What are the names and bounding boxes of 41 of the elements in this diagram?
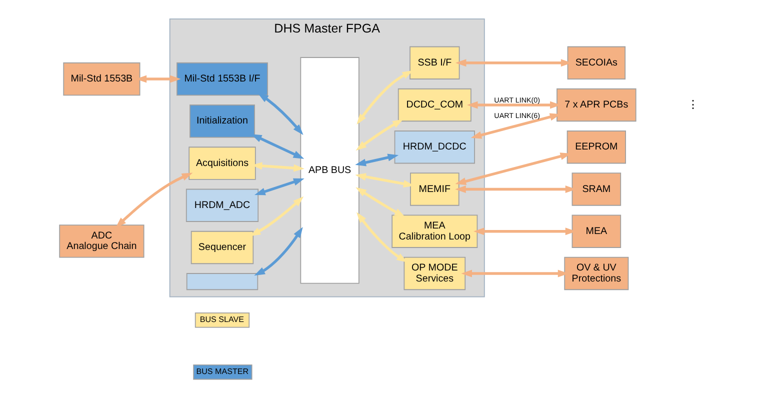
node-box: MEA — [571, 214, 621, 248]
arrow — [454, 59, 572, 67]
arrow — [354, 154, 398, 166]
arrow — [254, 178, 304, 196]
node-box: Mil-Std 1553B — [62, 62, 140, 96]
node-box — [186, 273, 258, 290]
arrow — [257, 93, 303, 136]
legend-label: BUS SLAVE — [199, 315, 244, 324]
node-box: MEMIF — [410, 172, 459, 206]
node-box: SECOIAs — [566, 46, 626, 80]
node-box: Sequencer — [190, 230, 254, 264]
node-box: MEA Calibration Loop — [391, 214, 478, 248]
node-box: Initialization — [189, 104, 254, 138]
arrow — [466, 101, 560, 109]
node-box: HRDM_DCDC — [394, 130, 474, 164]
arrow — [454, 185, 576, 194]
arrow — [454, 152, 571, 185]
node-box: Acquisitions — [188, 146, 256, 180]
node-box: APB BUS — [300, 57, 359, 284]
node-box: ADC Analogue Chain — [58, 224, 144, 258]
node-box: 7 x APR PCBs — [556, 88, 636, 122]
arrow — [354, 173, 414, 188]
arrow — [356, 212, 407, 262]
arrow — [473, 228, 576, 236]
node-box: SSB I/F — [409, 46, 460, 80]
node-box: EEPROM — [566, 130, 626, 164]
legend-label: BUS MASTER — [196, 367, 248, 376]
arrow — [355, 119, 403, 151]
node-box: Mil-Std 1553B I/F — [176, 62, 268, 96]
node-box: OV & UV Protections — [564, 256, 628, 290]
arrow — [356, 70, 413, 125]
node-box: SRAM — [571, 172, 621, 206]
node-box: OP MODE Services — [403, 256, 466, 290]
label: ⋮ — [687, 98, 698, 111]
arrow — [470, 113, 560, 139]
arrow — [460, 270, 568, 278]
arrow — [254, 227, 302, 276]
node-box: DCDC_COM — [397, 88, 471, 122]
arrow — [355, 187, 405, 218]
arrow — [115, 172, 192, 228]
node-box: HRDM_ADC — [185, 188, 258, 222]
